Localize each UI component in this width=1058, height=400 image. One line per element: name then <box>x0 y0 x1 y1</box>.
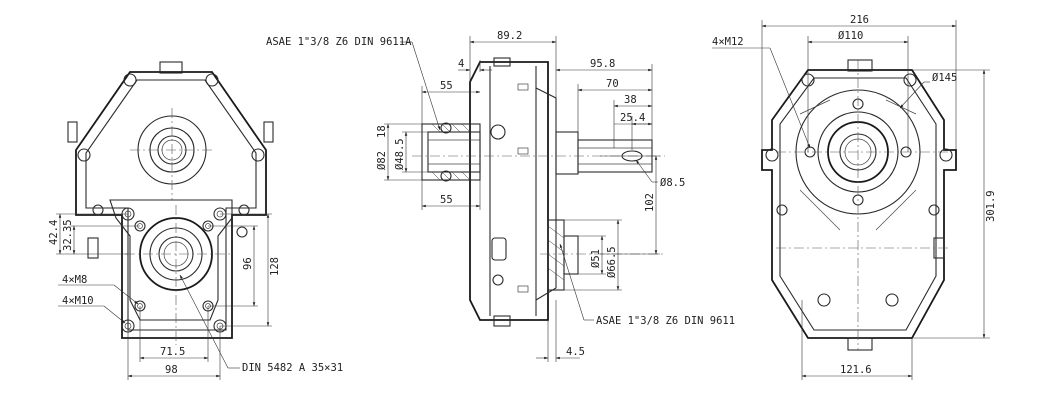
label-4xm10: 4×M10 <box>62 295 94 307</box>
dim-phi-8-5: Ø8.5 <box>660 177 685 189</box>
front-housing-outline <box>75 71 267 339</box>
dim-102: 102 <box>644 193 656 212</box>
label-4xm12: 4×M12 <box>712 36 744 48</box>
dim-38: 38 <box>624 94 637 106</box>
dim-216: 216 <box>850 14 869 26</box>
dim-55-bottom: 55 <box>440 194 453 206</box>
side-top-plug <box>493 57 511 67</box>
front-housing-inner <box>85 79 257 331</box>
rear-bottom-plug <box>847 337 873 351</box>
dim-42-4: 42.4 <box>48 220 60 245</box>
rear-view: 216 Ø110 4×M12 Ø145 301.9 121.6 <box>712 14 997 380</box>
output-collar <box>555 131 579 175</box>
dim-32-35: 32.35 <box>62 219 74 251</box>
label-asae-top: ASAE 1"3/8 Z6 DIN 9611A <box>266 36 412 48</box>
dim-18: 18 <box>376 125 388 138</box>
rear-housing-bolts <box>765 73 953 307</box>
dim-95-8: 95.8 <box>590 58 615 70</box>
side-view: 89.2 4 55 55 Ø82 18 Ø48.5 ASAE 1"3/8 Z6 … <box>266 30 735 362</box>
rear-housing-inner <box>779 77 937 331</box>
rear-top-plug <box>847 59 873 72</box>
dim-4-5: 4.5 <box>566 346 585 358</box>
dim-301-9: 301.9 <box>985 190 997 222</box>
dim-phi-51: Ø51 <box>590 249 602 268</box>
left-lug <box>67 121 78 143</box>
dim-4: 4 <box>458 58 464 70</box>
front-view: 42.4 32.35 96 128 71.5 98 4×M8 4×M10 DIN… <box>48 61 343 380</box>
side-bearing-cover <box>535 87 557 301</box>
dim-phi-145: Ø145 <box>932 72 957 84</box>
lower-cover-plate <box>109 199 233 321</box>
dim-121-6: 121.6 <box>840 364 872 376</box>
dim-phi-82: Ø82 <box>376 151 388 170</box>
dim-96: 96 <box>242 257 254 270</box>
dim-phi-66-5: Ø66.5 <box>606 246 618 278</box>
housing-bolts <box>77 73 265 238</box>
dim-98: 98 <box>165 364 178 376</box>
dim-55-top: 55 <box>440 80 453 92</box>
top-plug <box>159 61 183 74</box>
side-drain-plug <box>491 237 507 261</box>
dim-phi-110: Ø110 <box>838 30 863 42</box>
label-asae-bottom: ASAE 1"3/8 Z6 DIN 9611 <box>596 315 735 327</box>
input-section-hatch <box>431 123 471 181</box>
dim-128: 128 <box>269 257 281 276</box>
dim-25-4: 25.4 <box>620 112 645 124</box>
dim-phi-48-5: Ø48.5 <box>394 138 406 170</box>
label-din-5482: DIN 5482 A 35×31 <box>242 362 343 374</box>
dim-71-5: 71.5 <box>160 346 185 358</box>
dim-70: 70 <box>606 78 619 90</box>
left-drain-plug <box>87 237 99 259</box>
right-lug <box>263 121 274 143</box>
side-bottom-plug <box>493 315 511 327</box>
dim-89-2: 89.2 <box>497 30 522 42</box>
label-4xm8: 4×M8 <box>62 274 87 286</box>
